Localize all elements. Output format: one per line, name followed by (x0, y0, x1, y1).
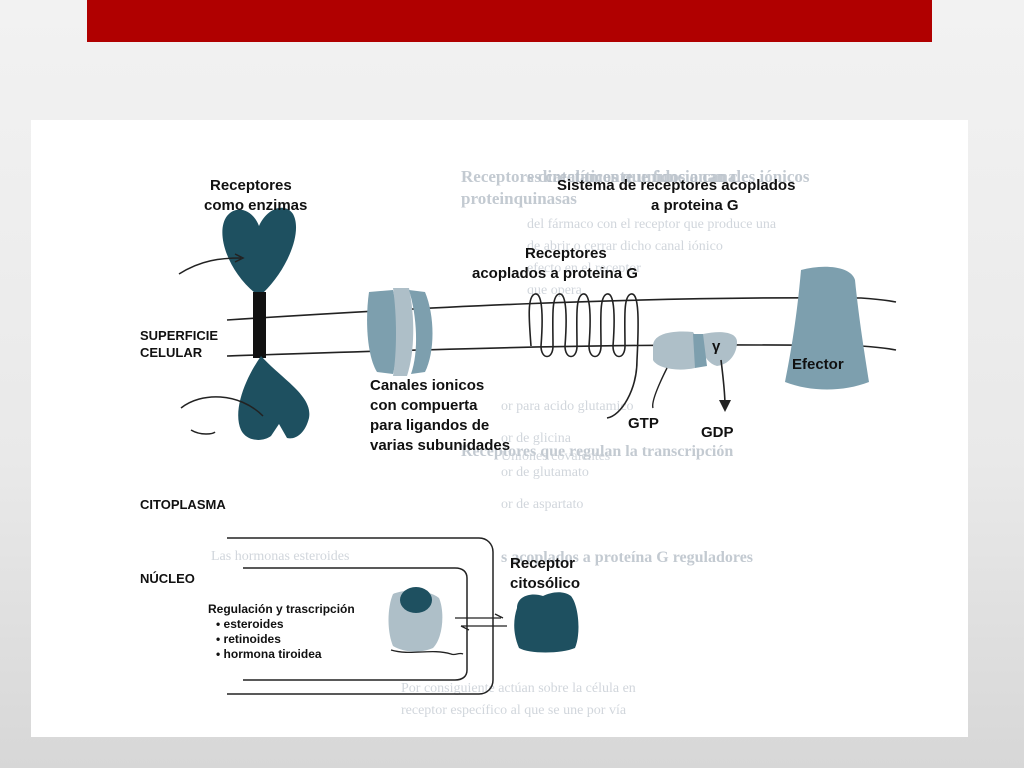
g-protein-beta (703, 332, 737, 366)
dna-strand (390, 649, 464, 656)
enzyme-receptor-stem (253, 292, 266, 358)
label-gamma: γ (712, 338, 721, 355)
membrane-lower-line (226, 344, 897, 357)
receptor-diagram: Receptores catalíticos que funcionan c p… (140, 167, 897, 718)
gtp-line (652, 367, 668, 409)
ion-channel-subunit (393, 288, 414, 376)
ion-channel (367, 288, 433, 376)
ghost-line: s acoplados a proteína G reguladores (501, 549, 753, 566)
ghost-line: Receptores que regulan la transcripción (461, 443, 733, 460)
label-regulation-title: Regulación y trascripción (208, 602, 355, 616)
substrate-tail (190, 429, 216, 435)
gdp-arrowhead (719, 400, 731, 412)
slide-title-bar (87, 0, 932, 42)
gpcr-serpentine (528, 293, 639, 419)
label-gtp: GTP (628, 415, 659, 432)
ion-channel-subunit (367, 290, 398, 374)
gdp-arrow-line (720, 359, 726, 407)
g-protein-alpha (653, 331, 703, 370)
g-protein-core (693, 334, 707, 368)
label-receptors-enzymes: Receptores (210, 177, 292, 194)
label-cytosolic-receptor: Receptor (510, 555, 575, 572)
nuclear-receptor (388, 587, 464, 656)
ghost-line: or para acido glutamico (501, 399, 634, 414)
label-cytoplasm: CITOPLASMA (140, 497, 226, 512)
label-ion-channels: para ligandos de (370, 417, 489, 434)
ghost-line: Receptores catalíticos que funcionan c (461, 167, 738, 186)
bleed-through-text: Receptores catalíticos que funcionan c p… (211, 167, 810, 718)
label-effector: Efector (792, 356, 844, 373)
ghost-line: s directamente unidos a canales iónicos (527, 167, 810, 186)
ghost-line: or de glicina (501, 431, 572, 446)
label-cytosolic-receptor: citosólico (510, 575, 580, 592)
ghost-line: que opera (527, 283, 583, 298)
substrate-line (180, 396, 264, 417)
ghost-line: del fármaco con el receptor que produce … (527, 217, 777, 232)
label-cell-surface: CELULAR (140, 345, 203, 360)
cytoplasm-boundary (227, 537, 494, 695)
ghost-line: or de glutamato (501, 465, 589, 480)
label-gprotein-receptors: acoplados a proteina G (472, 265, 638, 282)
label-cell-surface: SUPERFICIE (140, 328, 218, 343)
ghost-line: de abrir o cerrar dicho canal iónico (527, 239, 723, 254)
ghost-line: efecto en el receptor (527, 261, 641, 276)
ghost-line: receptor específico al que se une por ví… (401, 703, 627, 718)
label-gdp: GDP (701, 424, 734, 441)
enzyme-receptor (178, 207, 310, 440)
enzyme-receptor-extracellular (222, 207, 297, 293)
g-protein (652, 331, 737, 412)
ghost-line: proteinquinasas (461, 189, 577, 208)
label-nucleus: NÚCLEO (140, 571, 195, 586)
membrane-upper-line (226, 296, 897, 321)
label-gprotein-system: a proteina G (651, 197, 739, 214)
label-ion-channels: Canales ionicos (370, 377, 484, 394)
enzyme-receptor-intracellular (238, 356, 310, 440)
arrowhead (234, 253, 245, 263)
equilibrium-arrows (455, 613, 507, 631)
label-gprotein-system: Sistema de receptores acoplados (557, 177, 795, 194)
label-regulation-item: • esteroides (216, 617, 284, 631)
cytosolic-receptor-shape (514, 592, 579, 653)
ion-channel-subunit (409, 290, 433, 374)
ligand-line (178, 257, 242, 275)
ghost-line: Por consiguiente actúan sobre la célula … (401, 681, 636, 696)
nuclear-receptor-ligand (400, 587, 432, 613)
label-ion-channels: varias subunidades (370, 437, 510, 454)
ghost-line: or de aspartato (501, 497, 583, 512)
nucleus-boundary (243, 567, 468, 681)
receptor-types-figure: Receptores catalíticos que funcionan c p… (31, 120, 968, 737)
label-regulation-item: • hormona tiroidea (216, 647, 322, 661)
label-ion-channels: con compuerta (370, 397, 478, 414)
label-gprotein-receptors: Receptores (525, 245, 607, 262)
ghost-line: Uniones covalentes (501, 449, 610, 464)
effector-shape (785, 266, 869, 390)
label-regulation-item: • retinoides (216, 632, 281, 646)
label-receptors-enzymes: como enzimas (204, 197, 307, 214)
ghost-line: Las hormonas esteroides (211, 549, 349, 564)
